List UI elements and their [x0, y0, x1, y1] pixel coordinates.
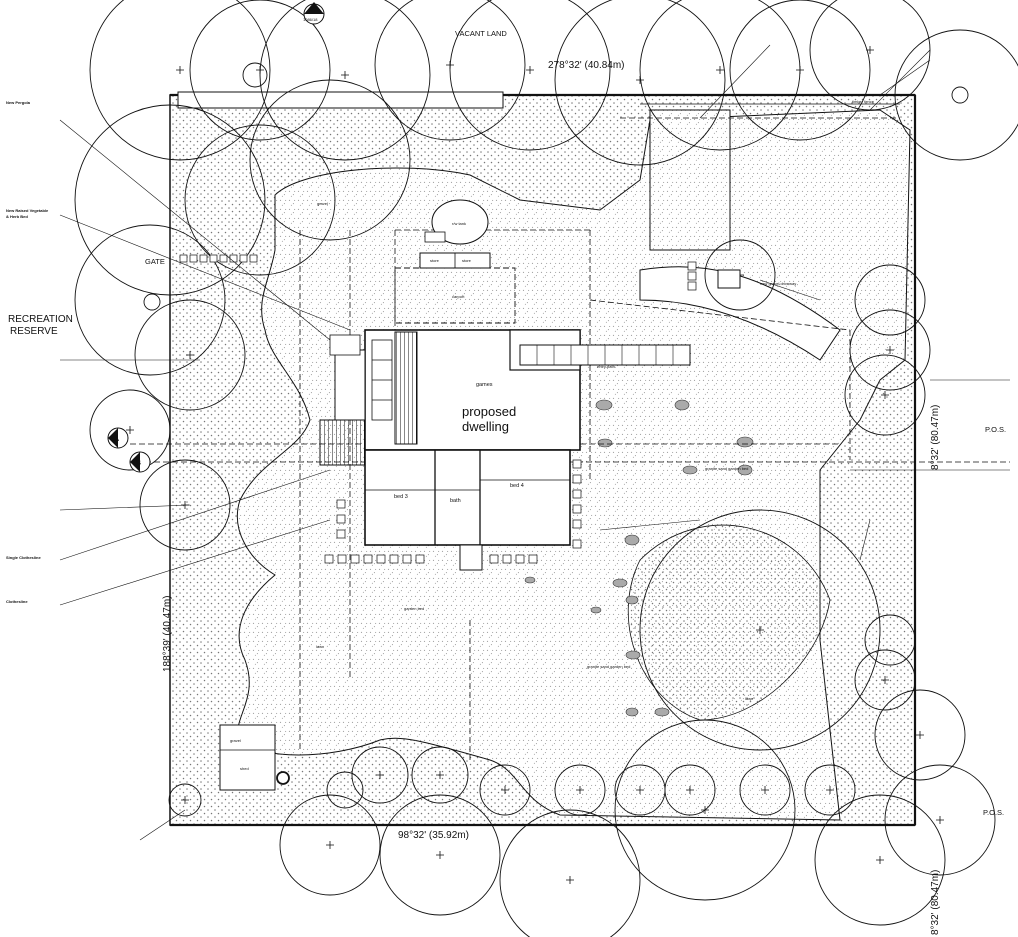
note-raised-bed-1: New Raised Vegetable — [6, 208, 49, 213]
stepping-stones — [524, 399, 754, 717]
south-boundary-label: 98°32' (35.92m) — [398, 830, 469, 841]
shed-label: shed — [240, 766, 249, 771]
note-new-pergola: New Pergola — [6, 100, 31, 105]
section-c-marker: C — [310, 5, 316, 14]
section-c-reference: 1086/18 — [303, 17, 318, 22]
carport-block — [219, 199, 741, 791]
tree-canopies — [74, 0, 1018, 937]
house-footprint — [179, 254, 697, 571]
recreation-reserve-label-2: RESERVE — [10, 326, 58, 337]
section-b-marker: B — [136, 458, 141, 467]
section-a-marker: A — [114, 434, 119, 443]
note-single-clothesline: Single Clothesline — [6, 555, 41, 560]
section-markers — [107, 2, 325, 473]
gate-label: GATE — [145, 257, 165, 266]
tree-centres — [126, 46, 944, 884]
shed-gravel-label: gravel — [230, 738, 241, 743]
room-bath: bath — [450, 498, 461, 504]
note-lawn-2: lawn — [745, 696, 753, 701]
east-boundary-label-upper: 8°32' (80.47m) — [930, 405, 941, 470]
proposed-dwelling-title-1: proposed — [462, 404, 516, 419]
note-granite-sand-1: granite sand garden bed — [705, 466, 748, 471]
note-granite-sand-2: granite sand garden bed — [587, 664, 630, 669]
note-fence: timber fence — [852, 99, 875, 104]
note-gravel-driveway: new gravel driveway — [760, 281, 796, 286]
recreation-reserve-label-1: RECREATION — [8, 314, 73, 325]
room-games: games — [476, 382, 493, 388]
east-boundary-label-lower: 8°32' (80.47m) — [930, 870, 941, 935]
note-garden-bed: garden bed — [404, 606, 424, 611]
note-lawn-1: lawn — [316, 644, 324, 649]
note-raised-bed-2: & Herb Bed — [6, 214, 28, 219]
vacant-land-label: VACANT LAND — [455, 29, 507, 38]
north-structures — [177, 91, 900, 251]
carport-label: carport — [452, 294, 465, 299]
west-boundary-label: 188°39' (40.47m) — [162, 595, 173, 672]
note-gravel-grade: gravel — [317, 201, 328, 206]
leader-lines — [59, 44, 1010, 841]
room-bed4: bed 4 — [510, 483, 524, 489]
store-label-2: store — [462, 258, 472, 263]
rw-tank-label: r/w tank — [452, 221, 466, 226]
store-label-1: store — [430, 258, 440, 263]
room-bed3: bed 3 — [394, 494, 408, 500]
pos-label-upper: P.O.S. — [985, 425, 1006, 434]
entry-path-label: entry path — [597, 364, 615, 369]
pos-label-lower: P.O.S. — [983, 808, 1004, 817]
north-boundary-label: 278°32' (40.84m) — [548, 60, 625, 71]
note-clothesline: Clothesline — [6, 599, 28, 604]
proposed-dwelling-title-2: dwelling — [462, 419, 509, 434]
